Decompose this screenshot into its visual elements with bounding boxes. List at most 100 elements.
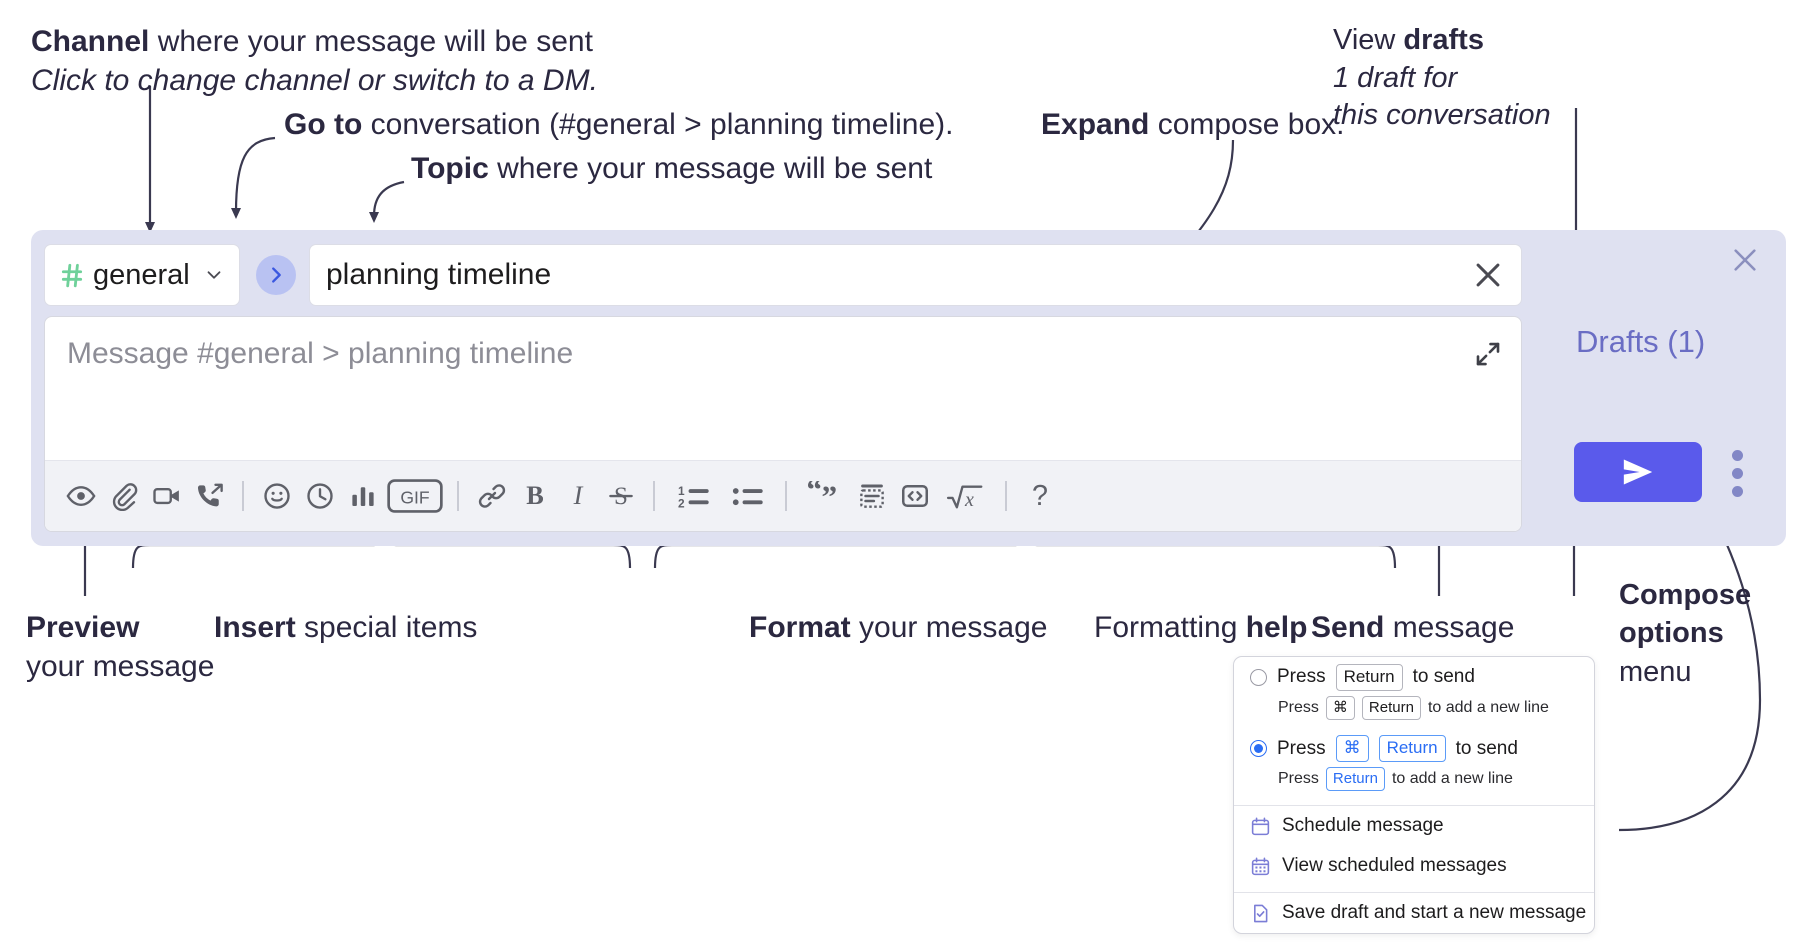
annotation-topic-rest: where your message will be sent — [488, 152, 933, 185]
separator-2 — [457, 481, 459, 511]
formatting-help-button[interactable]: ? — [1018, 474, 1061, 518]
compose-header-row: general planning timeline — [44, 244, 1522, 306]
chevron-down-icon — [203, 264, 225, 286]
separator-4 — [785, 481, 787, 511]
option-return-hint: Press ⌘ Return to add a new line — [1234, 693, 1594, 728]
bold-button[interactable]: B — [513, 474, 556, 518]
calendar-clock-icon — [1250, 816, 1271, 837]
annotation-send-rest: message — [1384, 611, 1515, 644]
svg-text:?: ? — [1032, 481, 1048, 511]
annotation-compose-options-bold2: options — [1619, 617, 1724, 650]
annotation-expand: Expand compose box. — [1041, 105, 1344, 144]
annotation-help: Formatting help — [1094, 608, 1307, 647]
formatting-toolbar: GIF — [45, 460, 1521, 531]
radio-selected[interactable] — [1250, 740, 1267, 758]
option-cmd-sub-pre: Press — [1278, 770, 1319, 788]
hash-icon — [59, 262, 85, 288]
annotation-goto: Go to conversation (#general > planning … — [284, 105, 954, 144]
radio-unselected[interactable] — [1250, 668, 1267, 686]
annotation-drafts-bold: drafts — [1403, 24, 1484, 56]
emoji-button[interactable] — [255, 474, 298, 518]
italic-button[interactable]: I — [556, 474, 599, 518]
svg-text:GIF: GIF — [400, 487, 430, 507]
inline-code-button[interactable] — [893, 474, 936, 518]
svg-text:1: 1 — [678, 484, 685, 498]
more-vertical-icon[interactable] — [1726, 448, 1748, 498]
annotation-channel-italic: Click to change channel or switch to a D… — [31, 64, 598, 97]
send-button[interactable] — [1574, 442, 1702, 502]
svg-text:B: B — [526, 481, 544, 510]
message-input[interactable]: Message #general > planning timeline — [67, 337, 574, 370]
gif-button[interactable]: GIF — [384, 474, 446, 518]
annotation-topic-bold: Topic — [411, 152, 489, 185]
annotation-drafts-italic2: this conversation — [1333, 99, 1551, 132]
goto-conversation-button[interactable] — [256, 255, 296, 295]
annotation-goto-rest: conversation (#general > planning timeli… — [362, 108, 954, 141]
menu-item-label: Schedule message — [1282, 815, 1444, 837]
annotation-insert-bold: Insert — [214, 611, 296, 644]
annotation-insert: Insert special items — [214, 608, 477, 647]
option-press-return-to-send[interactable]: Press Return to send — [1234, 657, 1594, 693]
video-clip-button[interactable] — [145, 474, 188, 518]
annotation-preview-bold: Preview — [26, 611, 140, 644]
option-return-sub-post: to add a new line — [1427, 699, 1549, 717]
option-cmd-pre: Press — [1277, 737, 1326, 759]
annotation-channel: Channel where your message will be sent … — [31, 22, 598, 100]
bulleted-list-button[interactable] — [720, 474, 774, 518]
annotation-preview-line2: your message — [26, 650, 215, 683]
drafts-link[interactable]: Drafts (1) — [1576, 324, 1706, 359]
menu-item-label: Save draft and start a new message — [1282, 902, 1587, 924]
key-return: Return — [1325, 767, 1385, 792]
file-check-icon — [1250, 903, 1271, 924]
poll-button[interactable] — [341, 474, 384, 518]
menu-item-view-scheduled-messages[interactable]: View scheduled messages — [1234, 846, 1594, 886]
audio-clip-button[interactable] — [188, 474, 231, 518]
link-button[interactable] — [470, 474, 513, 518]
annotation-help-bold: help — [1245, 611, 1308, 644]
separator-1 — [242, 481, 244, 511]
attach-file-button[interactable] — [102, 474, 145, 518]
compose-inner: general planning timeline — [44, 244, 1522, 532]
key-command: ⌘ — [1335, 735, 1369, 763]
annotation-expand-bold: Expand — [1041, 108, 1150, 141]
close-icon[interactable] — [1729, 244, 1761, 276]
annotation-format-bold: Format — [749, 611, 851, 644]
menu-item-label: View scheduled messages — [1282, 855, 1507, 877]
kebab-dot — [1731, 449, 1743, 461]
close-icon[interactable] — [1471, 258, 1505, 292]
option-cmd-sub-post: to add a new line — [1391, 770, 1513, 788]
annotation-compose-options-bold1: Compose — [1619, 579, 1752, 611]
svg-text:I: I — [572, 481, 583, 510]
preview-button[interactable] — [59, 474, 102, 518]
strikethrough-button[interactable]: S — [599, 474, 642, 518]
topic-field[interactable]: planning timeline — [309, 244, 1522, 306]
option-return-sub-pre: Press — [1278, 699, 1319, 717]
annotation-help-lead: Formatting — [1094, 611, 1246, 644]
annotation-insert-rest: special items — [295, 611, 478, 644]
annotation-drafts: View drafts 1 draft for this conversatio… — [1333, 22, 1551, 135]
reminder-button[interactable] — [298, 474, 341, 518]
option-cmd-return-hint: Press Return to add a new line — [1234, 764, 1594, 799]
annotation-drafts-italic1: 1 draft for — [1333, 61, 1458, 94]
blockquote-button[interactable]: “ ” — [798, 474, 850, 518]
annotation-format-rest: your message — [850, 611, 1048, 644]
key-command: ⌘ — [1325, 695, 1355, 721]
option-press-cmd-return-to-send[interactable]: Press ⌘ Return to send — [1234, 728, 1594, 764]
svg-text:“: “ — [807, 481, 823, 507]
svg-text:”: ” — [822, 481, 838, 511]
annotation-channel-rest: where your message will be sent — [149, 25, 593, 58]
menu-divider — [1234, 892, 1594, 894]
kebab-dot — [1731, 467, 1743, 479]
code-block-button[interactable] — [850, 474, 893, 518]
menu-item-save-draft-and-start-new-message[interactable]: Save draft and start a new message — [1234, 893, 1594, 933]
channel-selector[interactable]: general — [44, 244, 240, 306]
expand-icon[interactable] — [1473, 339, 1503, 369]
option-cmd-post: to send — [1455, 737, 1518, 759]
menu-item-schedule-message[interactable]: Schedule message — [1234, 806, 1594, 846]
ordered-list-button[interactable]: 1 2 — [666, 474, 720, 518]
topic-value: planning timeline — [326, 258, 552, 291]
latex-button[interactable]: x — [936, 474, 994, 518]
compose-widget: general planning timeline — [31, 230, 1786, 546]
annotation-goto-bold: Go to — [284, 108, 363, 141]
